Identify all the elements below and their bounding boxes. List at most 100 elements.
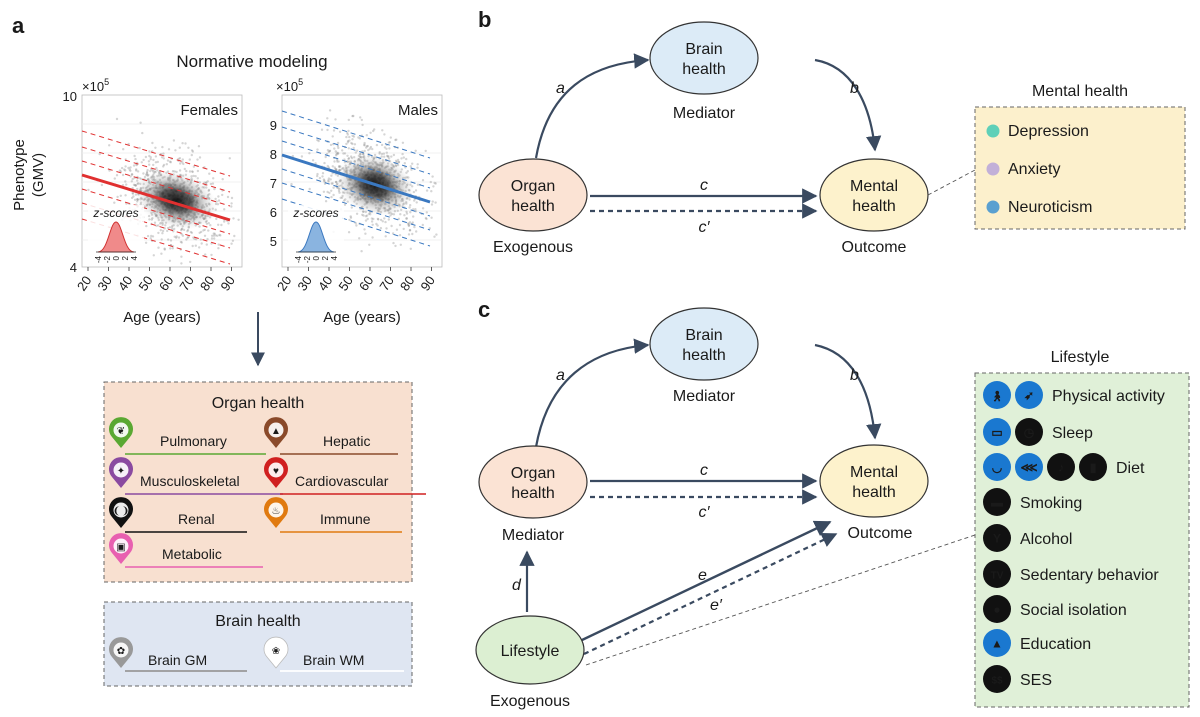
- panel-b: b a b c c′ Brain health Mediator Organ h…: [478, 7, 1186, 256]
- m-scatter-point: [408, 206, 411, 209]
- f-centile-line: [81, 188, 231, 235]
- m-scatter-point: [412, 215, 415, 218]
- m-scatter-point: [405, 210, 408, 213]
- f-scatter-point: [159, 229, 162, 232]
- svg-text:▮: ▮: [1090, 461, 1097, 475]
- f-scatter-point: [149, 169, 152, 173]
- svg-text:●: ●: [993, 603, 1000, 617]
- m-scatter-point: [385, 227, 388, 230]
- m-scatter-point: [394, 159, 398, 162]
- m-scatter-point: [414, 189, 418, 192]
- f-scatter-point: [144, 241, 148, 244]
- c-label-c: c: [700, 462, 708, 479]
- f-scatter-point: [139, 121, 142, 124]
- m-scatter-point: [327, 177, 331, 180]
- f-scatter-point: [157, 231, 160, 235]
- m-scatter-point: [343, 152, 347, 155]
- f-scatter-point: [210, 253, 213, 257]
- m-centile-line: [281, 168, 431, 217]
- lifestyle-item-diet: ◡⋘♪▮Diet: [983, 453, 1145, 481]
- f-scatter-point: [152, 158, 155, 162]
- c-node-lifestyle-role: Exogenous: [490, 693, 570, 710]
- panel-a: a Normative modeling Phenotype (GMV) Fem…: [11, 13, 443, 687]
- m-scatter-point: [368, 147, 372, 150]
- f-scatter-point: [130, 173, 134, 176]
- b-node-organ-line1: Organ: [511, 178, 555, 195]
- b-path-b-arrow: [814, 58, 882, 152]
- svg-text:TV: TV: [991, 571, 1004, 582]
- m-scatter-point: [409, 247, 412, 250]
- c-label-e: e: [698, 567, 707, 584]
- m-scatter-point: [370, 217, 374, 220]
- b-node-brain: Brain health Mediator: [649, 21, 759, 122]
- brain-health-box: Brain health ✿Brain GM❀Brain WM: [103, 601, 413, 687]
- m-scatter-point: [360, 250, 363, 253]
- f-scatter-point: [98, 152, 101, 156]
- m-scatter-point: [407, 224, 411, 227]
- c-path-a-arrow: [534, 338, 650, 448]
- m-centile-line: [281, 110, 431, 159]
- m-scatter-point: [370, 220, 374, 223]
- m-scatter-point: [361, 213, 364, 216]
- m-scatter-point: [387, 218, 390, 221]
- f-scatter-point: [115, 174, 119, 177]
- m-scatter-point: [351, 142, 354, 146]
- mental-item-label: Neuroticism: [1008, 199, 1092, 216]
- m-scatter-point: [320, 128, 324, 131]
- m-scatter-point: [416, 166, 419, 169]
- m-scatter-point: [359, 116, 362, 119]
- f-xtick-label: 30: [94, 273, 115, 293]
- m-scatter-point: [388, 141, 392, 144]
- m-scatter-point: [333, 147, 336, 150]
- f-scatter-point: [178, 157, 182, 160]
- f-scatter-point: [185, 238, 188, 241]
- m-scatter-point: [308, 187, 311, 191]
- b-node-brain-line2: health: [682, 61, 726, 78]
- m-scatter-point: [362, 214, 365, 217]
- f-scatter-point: [200, 242, 203, 245]
- m-scatter-point: [332, 193, 335, 197]
- m-scatter-point: [330, 182, 333, 185]
- m-scatter-point: [385, 151, 388, 154]
- m-scatter-point: [349, 155, 353, 158]
- males-ytick: 5: [270, 234, 277, 249]
- m-scatter-point: [363, 144, 366, 147]
- f-xtick-label: 90: [217, 273, 238, 293]
- phenotype-ylabel-2: (GMV): [30, 153, 47, 197]
- f-scatter-point: [132, 164, 136, 167]
- m-scatter-point: [333, 160, 336, 163]
- f-scatter-point: [217, 223, 220, 226]
- f-scatter-point: [166, 226, 170, 230]
- m-scatter-point: [337, 165, 341, 168]
- m-scatter-point: [326, 149, 330, 152]
- mental-item-neuroticism: Neuroticism: [986, 199, 1092, 216]
- f-xtick-label: 40: [115, 273, 136, 293]
- m-scatter-point: [339, 196, 342, 199]
- m-scatter-point: [327, 179, 330, 182]
- f-scatter-point: [223, 208, 226, 211]
- c-node-lifestyle-label: Lifestyle: [501, 643, 560, 660]
- svg-text:▭: ▭: [991, 426, 1002, 440]
- f-scatter-point: [216, 234, 219, 237]
- males-xlabel: Age (years): [323, 309, 401, 326]
- f-scatter-point: [205, 181, 208, 184]
- m-scatter-point: [408, 228, 412, 232]
- m-scatter-point: [377, 218, 380, 221]
- f-scatter-point: [125, 183, 128, 186]
- mental-health-box: Mental health DepressionAnxietyNeurotici…: [974, 83, 1186, 230]
- f-scatter-point: [146, 169, 149, 172]
- m-scatter-point: [345, 135, 348, 139]
- f-scatter-point: [165, 163, 168, 166]
- f-scatter-point: [188, 158, 191, 161]
- svg-text:$$: $$: [991, 676, 1003, 687]
- lifestyle-item-label: Education: [1020, 636, 1091, 653]
- lifestyle-item-label: Physical activity: [1052, 388, 1165, 405]
- m-scatter-point: [414, 210, 418, 213]
- m-scatter-point: [384, 235, 387, 238]
- b-node-brain-line1: Brain: [685, 41, 722, 58]
- fish-icon: ⋘: [1015, 453, 1043, 481]
- f-scatter-point: [186, 236, 189, 239]
- c-node-organ: Organ health Mediator: [478, 445, 588, 544]
- m-scatter-point: [330, 189, 333, 192]
- f-scatter-point: [167, 148, 171, 151]
